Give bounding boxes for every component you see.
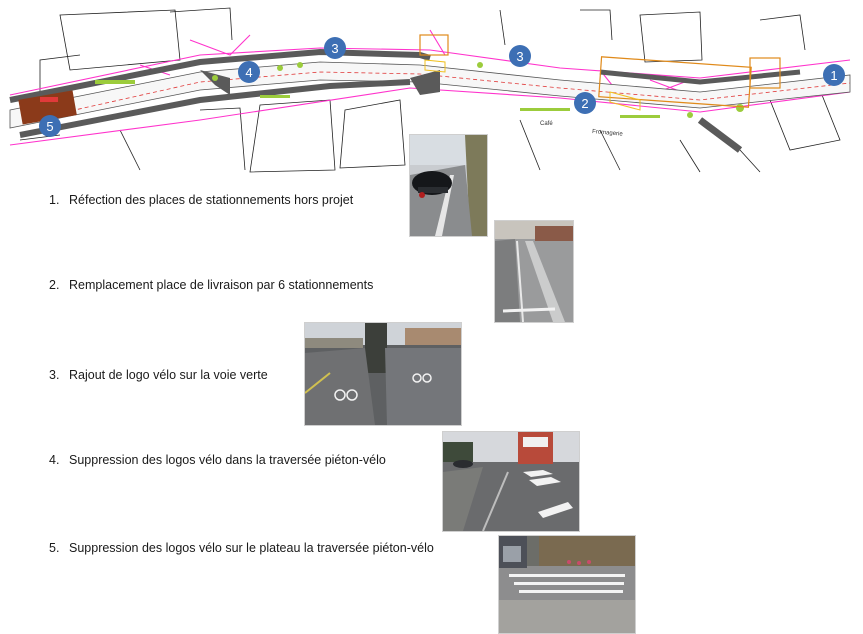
photo-greenway-bike-logo bbox=[304, 322, 462, 426]
road bbox=[9, 48, 851, 153]
svg-text:1: 1 bbox=[830, 68, 837, 83]
list-item-number: 1. bbox=[49, 193, 60, 207]
list-item-text: Réfection des places de stationnements h… bbox=[69, 193, 354, 207]
svg-text:2: 2 bbox=[581, 96, 588, 111]
plateau bbox=[18, 90, 77, 125]
list-item-number: 3. bbox=[49, 368, 60, 382]
list-item-1: 1. Réfection des places de stationnements… bbox=[49, 193, 353, 207]
map-marker-3-second: 3 bbox=[509, 45, 531, 67]
crossings bbox=[424, 59, 641, 111]
list-item-text: Suppression des logos vélo dans la trave… bbox=[69, 453, 386, 467]
map-marker-1: 1 bbox=[823, 64, 845, 86]
list-item-text: Rajout de logo vélo sur la voie verte bbox=[69, 368, 268, 382]
work-outlines bbox=[419, 34, 781, 108]
list-item-number: 2. bbox=[49, 278, 60, 292]
street-label-fromagerie: Fromagerie bbox=[592, 129, 624, 138]
svg-text:3: 3 bbox=[516, 49, 523, 64]
svg-text:4: 4 bbox=[245, 65, 252, 80]
photo-crossing-pedestrian-bike bbox=[442, 431, 580, 532]
list-item-number: 4. bbox=[49, 453, 60, 467]
site-plan: Café Fromagerie 1 2 3 3 4 5 bbox=[9, 7, 851, 173]
map-marker-2: 2 bbox=[574, 92, 596, 114]
greenway bbox=[95, 62, 744, 118]
svg-text:5: 5 bbox=[46, 119, 53, 134]
map-marker-3: 3 bbox=[324, 37, 346, 59]
photo-plateau-crossing bbox=[498, 535, 636, 634]
list-item-text: Suppression des logos vélo sur le platea… bbox=[69, 541, 434, 555]
list-item-5: 5. Suppression des logos vélo sur le plat… bbox=[49, 541, 434, 555]
photo-parking-strip bbox=[494, 220, 574, 323]
svg-text:3: 3 bbox=[331, 41, 338, 56]
list-item-2: 2. Remplacement place de livraison par 6 … bbox=[49, 278, 373, 292]
list-item-text: Remplacement place de livraison par 6 st… bbox=[69, 278, 374, 292]
list-item-3: 3. Rajout de logo vélo sur la voie verte bbox=[49, 368, 268, 382]
street-label-cafe: Café bbox=[540, 121, 553, 127]
list-item-4: 4. Suppression des logos vélo dans la tra… bbox=[49, 453, 386, 467]
list-item-number: 5. bbox=[49, 541, 60, 555]
map-marker-4: 4 bbox=[238, 61, 260, 83]
map-marker-5: 5 bbox=[39, 115, 61, 137]
photo-parking-car bbox=[409, 134, 488, 237]
